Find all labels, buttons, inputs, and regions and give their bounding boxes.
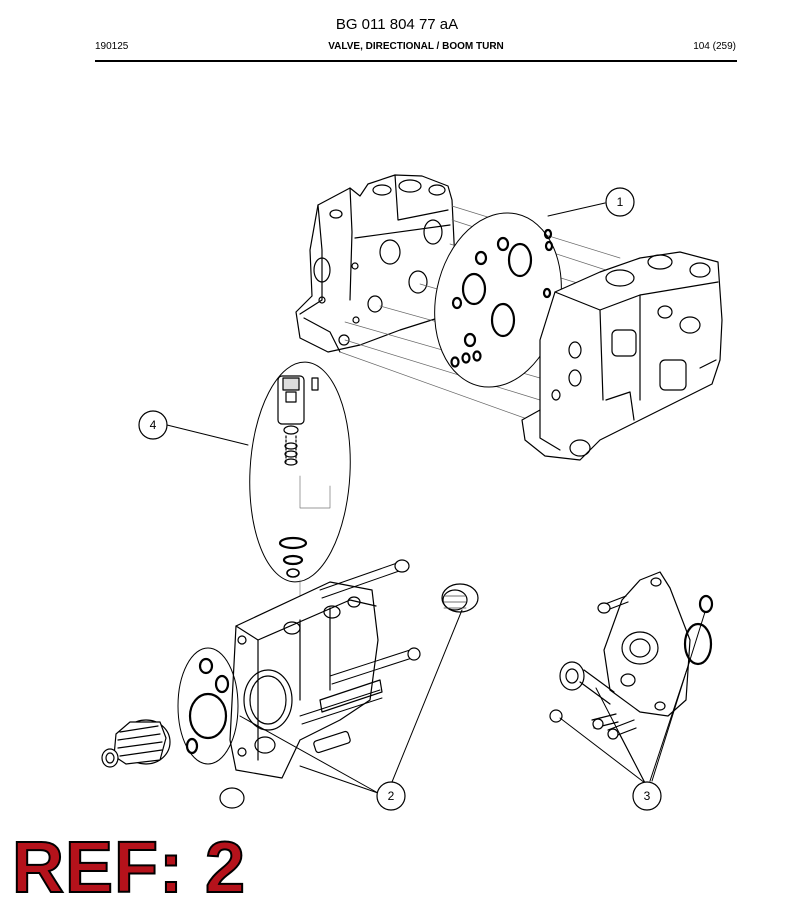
callout-3: 3 xyxy=(632,781,662,811)
callout-2: 2 xyxy=(376,781,406,811)
callout-1: 1 xyxy=(605,187,635,217)
document-id: BG 011 804 77 aA xyxy=(335,16,459,33)
bracket-assembly xyxy=(549,571,714,740)
section-body xyxy=(229,581,383,779)
seal-kit-1 xyxy=(434,212,562,388)
callout-3-label: 3 xyxy=(644,789,651,803)
valve-body-rear xyxy=(295,174,456,353)
page-title: VALVE, DIRECTIONAL / BOOM TURN xyxy=(328,41,504,52)
header-divider xyxy=(95,60,737,62)
seal-kit-2 xyxy=(177,647,239,765)
spring-cap xyxy=(101,719,171,768)
leader-lines xyxy=(166,202,706,794)
callout-2-label: 2 xyxy=(388,789,395,803)
plug-cap xyxy=(219,787,245,809)
valve-body-front xyxy=(521,251,723,461)
solenoid-kit-4 xyxy=(249,361,351,621)
hex-plug xyxy=(441,583,479,613)
callout-1-label: 1 xyxy=(617,195,624,209)
date-code: 190125 xyxy=(95,41,129,52)
ref-stamp: REF: 2 xyxy=(11,828,247,908)
tie-bolts xyxy=(299,559,421,725)
page-number: 104 (259) xyxy=(693,41,736,52)
callout-4: 4 xyxy=(138,410,168,440)
callout-4-label: 4 xyxy=(150,418,157,432)
